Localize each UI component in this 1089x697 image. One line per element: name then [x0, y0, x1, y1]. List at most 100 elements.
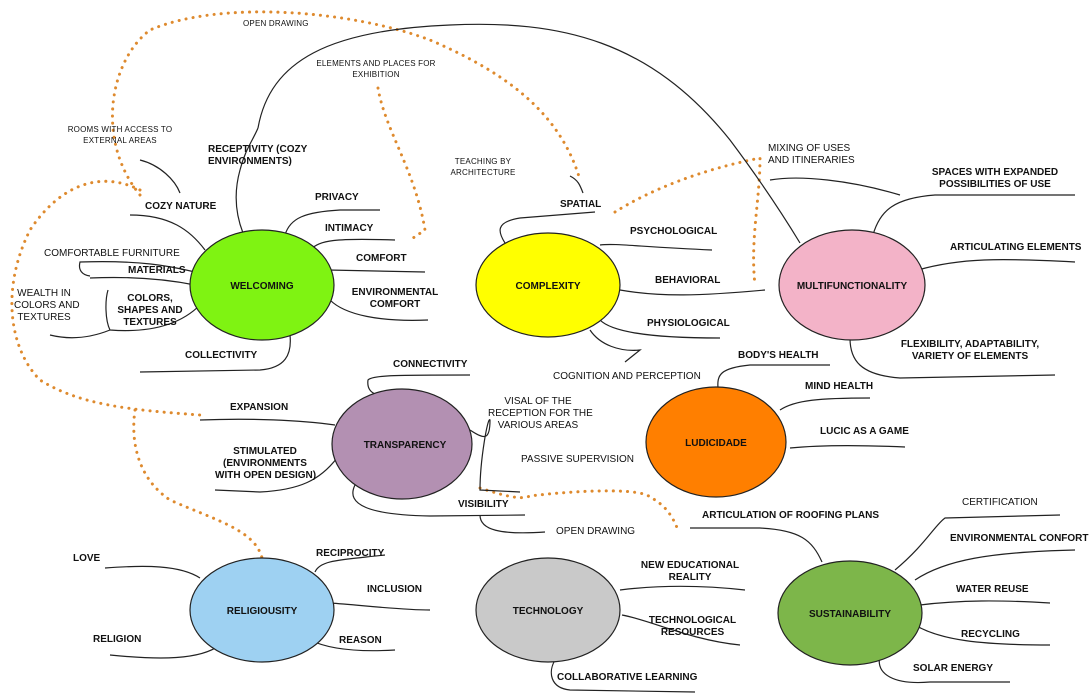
label-visual-reception-line-3: VARIOUS AREAS	[497, 420, 579, 431]
annotation-rooms-access-line-1: ROOMS WITH ACCESS TO	[67, 125, 173, 134]
label-stimulated-line-1: STIMULATED	[233, 446, 297, 457]
annotation-elements-places-line-1: ELEMENTS AND PLACES FOR	[316, 59, 436, 68]
label-stimulated: STIMULATED (ENVIRONMENTS WITH OPEN DESIG…	[215, 446, 316, 482]
node-transparency-label: TRANSPARENCY	[364, 440, 447, 451]
node-technology-label: TECHNOLOGY	[513, 606, 584, 617]
branch-certification	[894, 514, 1061, 571]
label-visibility: VISIBILITY	[458, 499, 509, 510]
label-comfortable-furniture: COMFORTABLE FURNITURE	[44, 248, 180, 259]
label-mind-health: MIND HEALTH	[805, 381, 874, 392]
label-wealth-line-1: WEALTH IN	[17, 288, 71, 299]
label-receptivity-line-1: RECEPTIVITY (COZY	[208, 144, 308, 155]
label-visual-reception-line-2: RECEPTION FOR THE	[488, 408, 593, 419]
node-complexity-label: COMPLEXITY	[515, 281, 580, 292]
label-colors-line-1: COLORS,	[127, 293, 173, 304]
label-inclusion: INCLUSION	[367, 584, 422, 595]
node-multifunctionality-shape	[778, 229, 926, 341]
branch-mixing	[769, 177, 901, 196]
node-sustainability-label: SUSTAINABILITY	[809, 609, 891, 620]
node-technology-shape	[475, 557, 621, 663]
label-colors-line-2: SHAPES AND	[117, 305, 183, 316]
label-tech-res-line-2: RESOURCES	[660, 627, 725, 638]
label-receptivity: RECEPTIVITY (COZY ENVIRONMENTS)	[208, 144, 307, 168]
branch-religion	[109, 644, 221, 659]
label-body-health: BODY'S HEALTH	[738, 350, 819, 361]
dotted-link-top-arc	[111, 10, 582, 197]
branch-expanded	[872, 194, 1075, 236]
branch-teaching	[569, 175, 584, 194]
branch-new-edu	[619, 585, 746, 591]
annotation-rooms-access-line-2: EXTERNAL AREAS	[83, 136, 157, 145]
annotation-teaching-line-1: TEACHING BY	[454, 157, 512, 166]
branch-furniture	[78, 261, 196, 277]
node-complexity-shape	[475, 232, 621, 338]
label-mixing-uses-line-1: MIXING OF USES	[768, 143, 851, 154]
label-colors-line-3: TEXTURES	[123, 317, 177, 328]
node-ludicidade-label: LUDICIDADE	[685, 438, 747, 449]
label-environmental-confort: ENVIRONMENTAL CONFORT	[950, 533, 1089, 544]
label-expansion: EXPANSION	[230, 402, 289, 413]
label-colors-shapes-textures: COLORS, SHAPES AND TEXTURES	[115, 293, 185, 329]
annotation-rooms-access: ROOMS WITH ACCESS TO EXTERNAL AREAS	[60, 124, 180, 146]
node-multifunctionality: MULTIFUNCTIONALITY	[778, 229, 926, 341]
dotted-link-elements-exhibition	[376, 86, 427, 242]
branch-bottom-loop	[352, 484, 526, 517]
branch-rooms	[139, 159, 181, 194]
branch-privacy	[284, 209, 380, 236]
label-expanded-spaces-line-1: SPACES WITH EXPANDED	[931, 167, 1059, 178]
branch-behavioral	[619, 289, 766, 296]
branch-water	[919, 600, 1051, 606]
branch-physiological	[599, 319, 721, 339]
node-welcoming-label: WELCOMING	[230, 281, 294, 292]
branch-cognition	[589, 329, 642, 363]
node-religiousity: RELIGIOUSITY	[189, 557, 335, 663]
branch-materials	[89, 276, 196, 286]
label-materials: MATERIALS	[128, 265, 186, 276]
branch-tech-res	[621, 614, 741, 646]
branch-receptivity	[235, 127, 259, 234]
branch-inclusion	[329, 602, 431, 611]
label-open-drawing: OPEN DRAWING	[556, 526, 636, 537]
branch-comfort	[327, 269, 426, 273]
node-ludicidade: LUDICIDADE	[645, 386, 787, 498]
label-roofing-plans: ARTICULATION OF ROOFING PLANS	[702, 510, 880, 521]
branch-lucic	[789, 445, 906, 449]
label-visual-reception-line-1: VISAL OF THE	[504, 396, 572, 407]
label-tech-res-line-1: TECHNOLOGICAL	[648, 615, 737, 626]
label-mixing-uses: MIXING OF USES AND ITINERARIES	[768, 143, 855, 167]
label-physiological: PHYSIOLOGICAL	[647, 318, 730, 329]
branch-env-comfort	[329, 299, 429, 321]
label-religion: RELIGION	[93, 634, 142, 645]
label-solar-energy: SOLAR ENERGY	[913, 663, 994, 674]
branch-visual	[469, 419, 521, 493]
label-passive-supervision: PASSIVE SUPERVISION	[521, 454, 635, 465]
node-technology: TECHNOLOGY	[475, 557, 621, 663]
annotation-elements-places-line-2: EXHIBITION	[352, 70, 400, 79]
label-lucic-game: LUCIC AS A GAME	[820, 426, 909, 437]
label-cozy-nature: COZY NATURE	[145, 201, 217, 212]
dotted-link-visibility-roofing	[478, 486, 680, 532]
branch-spatial	[499, 211, 596, 244]
label-connectivity: CONNECTIVITY	[393, 359, 468, 370]
label-environmental-comfort: ENVIRONMENTAL COMFORT	[345, 287, 445, 311]
label-water-reuse: WATER REUSE	[956, 584, 1029, 595]
branch-reciprocity	[314, 554, 386, 573]
label-environmental-comfort-line-2: COMFORT	[369, 299, 421, 310]
branch-colors	[105, 289, 201, 332]
arc-receptivity-multifunctionality	[257, 23, 801, 244]
label-reason: REASON	[339, 635, 382, 646]
branch-stimulated	[214, 457, 338, 493]
annotation-teaching: TEACHING BY ARCHITECTURE	[448, 156, 518, 178]
dotted-link-left-loop	[10, 179, 202, 417]
label-certification: CERTIFICATION	[962, 497, 1038, 508]
annotation-elements-places: ELEMENTS AND PLACES FOR EXHIBITION	[316, 58, 436, 80]
label-mixing-uses-line-2: AND ITINERARIES	[768, 155, 855, 166]
label-intimacy: INTIMACY	[325, 223, 374, 234]
label-recycling: RECYCLING	[961, 629, 1020, 640]
label-flexibility-line-2: VARIETY OF ELEMENTS	[911, 351, 1029, 362]
label-new-educational-reality: NEW EDUCATIONAL REALITY	[640, 560, 740, 584]
branch-roofing	[690, 527, 823, 563]
annotation-teaching-line-2: ARCHITECTURE	[450, 168, 516, 177]
label-articulating-elements: ARTICULATING ELEMENTS	[950, 242, 1082, 253]
